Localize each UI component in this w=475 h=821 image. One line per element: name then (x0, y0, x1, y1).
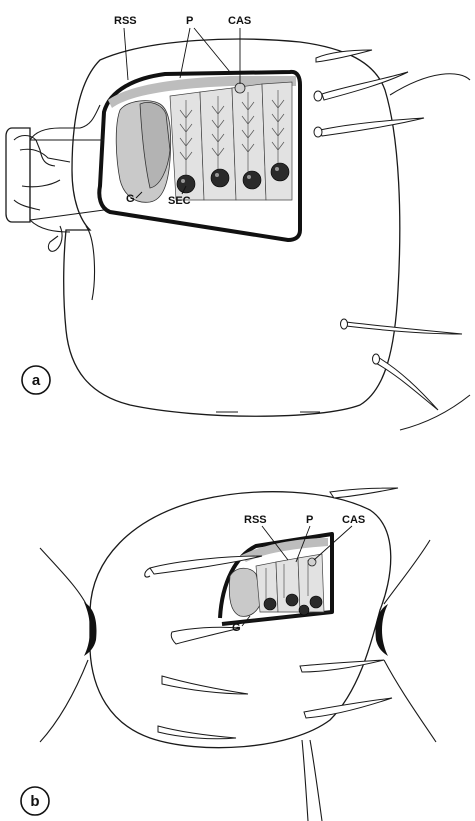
panel-letter-b: b (30, 793, 39, 810)
label-cas: CAS (228, 15, 251, 27)
panel-a: RSS P CAS G SEC a (6, 15, 470, 430)
neck-outline-lower (30, 220, 70, 232)
articulation-right-lower (384, 660, 436, 742)
label-g-b: G (232, 622, 241, 634)
label-g: G (126, 193, 135, 205)
adjacent-segment-outline (390, 74, 470, 95)
label-p: P (186, 15, 193, 27)
panel-b: RSS P CAS G b (21, 488, 436, 821)
adjacent-segment-outline-lower (400, 395, 470, 430)
label-rss: RSS (114, 15, 137, 27)
cas-structure (235, 83, 245, 93)
label-rss-b: RSS (244, 514, 267, 526)
duct-opening (6, 128, 70, 222)
label-p-b: P (306, 514, 313, 526)
label-cas-b: CAS (342, 514, 365, 526)
label-sec: SEC (168, 195, 191, 207)
panel-letter-a: a (32, 372, 41, 389)
articulation-left-upper (40, 548, 88, 608)
articulation-left-lower (40, 660, 88, 742)
